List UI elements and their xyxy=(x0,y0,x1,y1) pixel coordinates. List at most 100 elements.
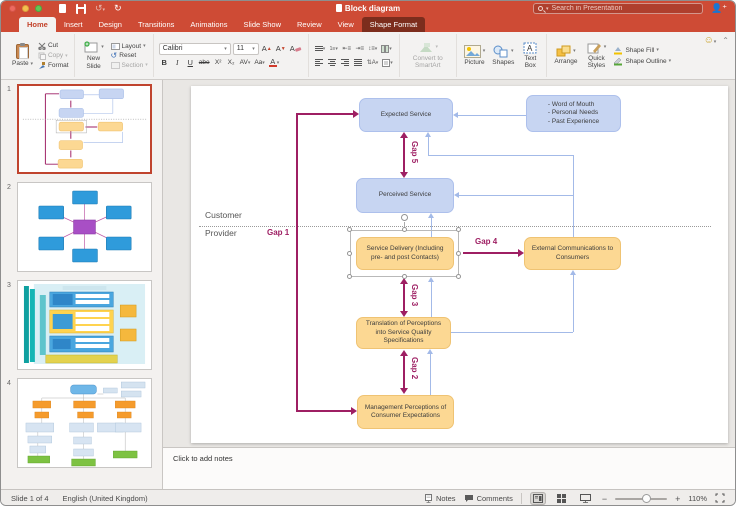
convert-to-smartart-button[interactable]: ▾ Convert to SmartArt xyxy=(405,41,451,70)
slide-thumbnail-2[interactable] xyxy=(17,182,152,272)
normal-view-button[interactable] xyxy=(529,492,546,505)
align-text-button[interactable]: ▾ xyxy=(381,57,394,69)
tab-slide-show[interactable]: Slide Show xyxy=(243,20,282,29)
slide-thumbnail-1[interactable] xyxy=(17,84,152,174)
expected-service-box[interactable]: Expected Service xyxy=(359,98,453,132)
reset-button[interactable]: ↺Reset xyxy=(110,50,137,60)
tab-transitions[interactable]: Transitions xyxy=(137,20,175,29)
shrink-font-button[interactable]: A▼ xyxy=(275,44,286,53)
redo-icon[interactable]: ↻ xyxy=(114,3,122,13)
quick-styles-button[interactable]: ▾ Quick Styles xyxy=(582,41,610,70)
gap5-arrow[interactable] xyxy=(403,138,405,172)
perceived-service-box[interactable]: Perceived Service xyxy=(356,178,454,213)
underline-button[interactable]: U xyxy=(187,58,193,67)
tab-review[interactable]: Review xyxy=(297,20,322,29)
service-delivery-box[interactable]: Service Delivery (Including pre- and pos… xyxy=(356,237,454,270)
bold-button[interactable]: B xyxy=(161,58,167,67)
comments-toggle-button[interactable]: Comments xyxy=(464,494,513,503)
superscript-button[interactable]: X² xyxy=(214,59,222,66)
font-size-select[interactable]: 11▾ xyxy=(232,42,259,55)
gap3-arrow[interactable] xyxy=(403,284,405,311)
resize-handle-nw[interactable] xyxy=(347,227,352,232)
zoom-window-button[interactable] xyxy=(35,5,42,12)
decrease-indent-button[interactable]: ⇤≡ xyxy=(342,46,351,52)
gap1-connector[interactable] xyxy=(296,410,351,412)
search-input[interactable] xyxy=(551,5,699,12)
resize-handle-se[interactable] xyxy=(456,274,461,279)
resize-handle-n[interactable] xyxy=(402,227,407,232)
gap2-arrow[interactable] xyxy=(403,356,405,388)
search-dropdown-icon[interactable]: ▾ xyxy=(546,5,549,12)
cut-button[interactable]: Cut xyxy=(38,42,69,50)
font-color-button[interactable]: A▾ xyxy=(268,57,280,67)
layout-button[interactable]: Layout ▾ xyxy=(110,42,148,50)
zoom-slider-knob[interactable] xyxy=(642,493,652,503)
tab-shape-format[interactable]: Shape Format xyxy=(361,17,426,32)
gap4-label[interactable]: Gap 4 xyxy=(475,237,498,246)
new-document-icon[interactable] xyxy=(58,3,67,14)
gap1-connector[interactable] xyxy=(296,113,353,115)
zoom-out-button[interactable]: − xyxy=(601,493,608,504)
clear-formatting-button[interactable]: A xyxy=(289,43,303,55)
zoom-in-button[interactable]: + xyxy=(675,493,681,504)
section-button[interactable]: Section ▾ xyxy=(110,61,148,69)
text-direction-button[interactable]: ⇅A▾ xyxy=(366,59,379,67)
resize-handle-ne[interactable] xyxy=(456,227,461,232)
slide-thumbnail-3[interactable] xyxy=(17,280,152,370)
management-perceptions-box[interactable]: Management Perceptions of Consumer Expec… xyxy=(357,395,454,429)
change-case-button[interactable]: Aa▾ xyxy=(254,59,265,66)
feedback-smiley-icon[interactable]: ☺▾ xyxy=(703,35,717,46)
zoom-slider[interactable] xyxy=(615,493,668,503)
tab-insert[interactable]: Insert xyxy=(63,20,83,29)
shape-outline-button[interactable]: Shape Outline ▾ xyxy=(613,57,671,66)
undo-icon[interactable]: ↺▾ xyxy=(95,3,106,13)
picture-button[interactable]: ▾ Picture xyxy=(462,44,488,67)
align-left-button[interactable] xyxy=(314,57,325,69)
resize-handle-s[interactable] xyxy=(402,274,407,279)
shape-fill-button[interactable]: Shape Fill ▾ xyxy=(613,46,671,55)
italic-button[interactable]: I xyxy=(176,58,179,67)
rotation-handle[interactable] xyxy=(401,214,408,221)
slide-canvas[interactable]: Customer Provider xyxy=(191,86,728,443)
shapes-button[interactable]: ▾ Shapes xyxy=(490,44,516,67)
slide-show-button[interactable] xyxy=(578,492,594,505)
influences-box[interactable]: - Word of Mouth - Personal Needs - Past … xyxy=(526,95,621,132)
zoom-level[interactable]: 110% xyxy=(688,494,707,503)
gap1-label[interactable]: Gap 1 xyxy=(267,228,290,237)
slide-thumbnail-4[interactable] xyxy=(17,378,152,468)
translation-box[interactable]: Translation of Perceptions into Service … xyxy=(356,317,451,349)
font-family-select[interactable]: Calibri▾ xyxy=(158,42,231,55)
copy-button[interactable]: Copy ▾ xyxy=(38,52,69,60)
line-spacing-button[interactable]: ↕≡▾ xyxy=(368,45,378,52)
increase-indent-button[interactable]: ⇥≡ xyxy=(355,46,364,52)
justify-button[interactable] xyxy=(353,57,364,69)
external-communications-box[interactable]: External Communications to Consumers xyxy=(524,237,621,270)
resize-handle-sw[interactable] xyxy=(347,274,352,279)
resize-handle-e[interactable] xyxy=(456,251,461,256)
minimize-window-button[interactable] xyxy=(22,5,29,12)
gap4-arrow[interactable] xyxy=(463,252,518,254)
align-right-button[interactable] xyxy=(340,57,351,69)
strikethrough-button[interactable]: abe xyxy=(198,59,210,66)
subscript-button[interactable]: X₂ xyxy=(227,59,235,66)
share-icon[interactable]: 👤⁺ xyxy=(711,3,727,13)
notes-toggle-button[interactable]: Notes xyxy=(424,494,456,503)
format-painter-button[interactable]: Format xyxy=(38,61,69,70)
gap1-connector[interactable] xyxy=(296,114,298,412)
columns-button[interactable]: ▾ xyxy=(380,43,393,55)
search-box[interactable]: ▾ xyxy=(533,3,704,14)
tab-view[interactable]: View xyxy=(337,20,354,29)
gap3-label[interactable]: Gap 3 xyxy=(410,284,419,307)
character-spacing-button[interactable]: AV▾ xyxy=(239,59,251,66)
gap2-label[interactable]: Gap 2 xyxy=(410,357,419,380)
notes-pane[interactable]: Click to add notes xyxy=(163,447,735,489)
text-box-button[interactable]: A Text Box xyxy=(523,42,537,69)
tab-design[interactable]: Design xyxy=(98,20,122,29)
paste-button[interactable]: Paste ▾ xyxy=(10,42,35,69)
collapse-ribbon-icon[interactable]: ⌃ xyxy=(722,36,729,45)
new-slide-button[interactable]: ▾ New Slide xyxy=(80,40,108,70)
tab-animations[interactable]: Animations xyxy=(190,20,228,29)
fit-slide-button[interactable] xyxy=(715,493,725,505)
close-window-button[interactable] xyxy=(9,5,16,12)
save-icon[interactable] xyxy=(76,3,86,14)
